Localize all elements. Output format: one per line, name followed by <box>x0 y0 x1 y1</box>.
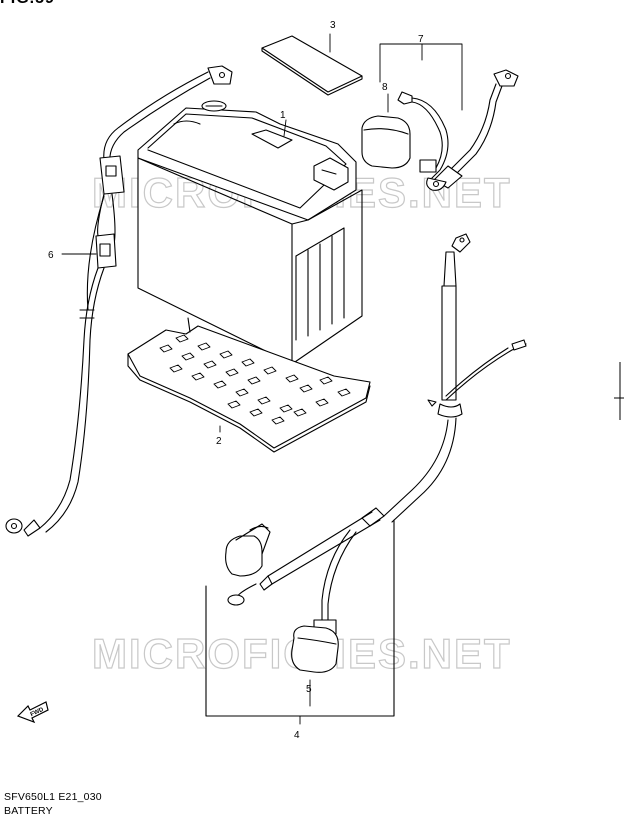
part-7-cable <box>397 69 519 191</box>
callout-2: 2 <box>216 436 222 447</box>
part-2-battery-tray <box>127 317 371 453</box>
callout-1: 1 <box>280 110 286 121</box>
part-6-harness <box>5 65 233 537</box>
callout-4: 4 <box>294 730 300 741</box>
callout-leaders <box>61 33 463 725</box>
forward-arrow-icon: FWD <box>16 701 49 724</box>
figure-title-fragment: FIG.59 <box>0 0 55 8</box>
part-1-battery <box>137 100 363 365</box>
part-8-terminal-cover <box>361 115 411 169</box>
part-4-cable <box>205 233 527 717</box>
callout-5: 5 <box>306 684 312 695</box>
callout-7: 7 <box>418 34 424 45</box>
callout-3: 3 <box>330 20 336 31</box>
callout-8: 8 <box>382 82 388 93</box>
forward-label: FWD <box>30 707 46 718</box>
figure-name: BATTERY <box>4 805 53 817</box>
part-3-pad <box>261 35 363 96</box>
figure-code: SFV650L1 E21_030 <box>4 791 102 803</box>
callout-6: 6 <box>48 250 54 261</box>
edge-mark <box>614 362 624 420</box>
